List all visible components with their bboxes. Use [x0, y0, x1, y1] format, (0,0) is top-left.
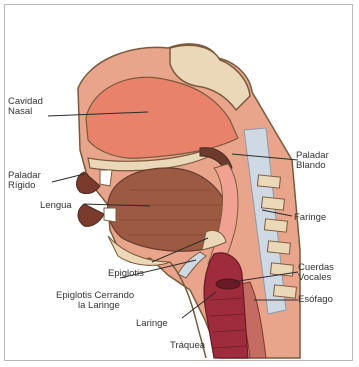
vocal-cords [216, 279, 240, 289]
label-esophagus: Esófago [298, 294, 333, 305]
trachea [204, 253, 248, 358]
label-pharynx: Faringe [294, 212, 326, 223]
label-trachea: Tráquea [170, 340, 206, 351]
label-epiglottis: Epiglotis [108, 268, 144, 279]
label-tongue: Lengua [40, 200, 72, 211]
label-larynx: Laringe [136, 318, 168, 329]
lower-lip [78, 204, 104, 226]
lower-teeth [104, 208, 116, 222]
upper-teeth [100, 170, 112, 186]
